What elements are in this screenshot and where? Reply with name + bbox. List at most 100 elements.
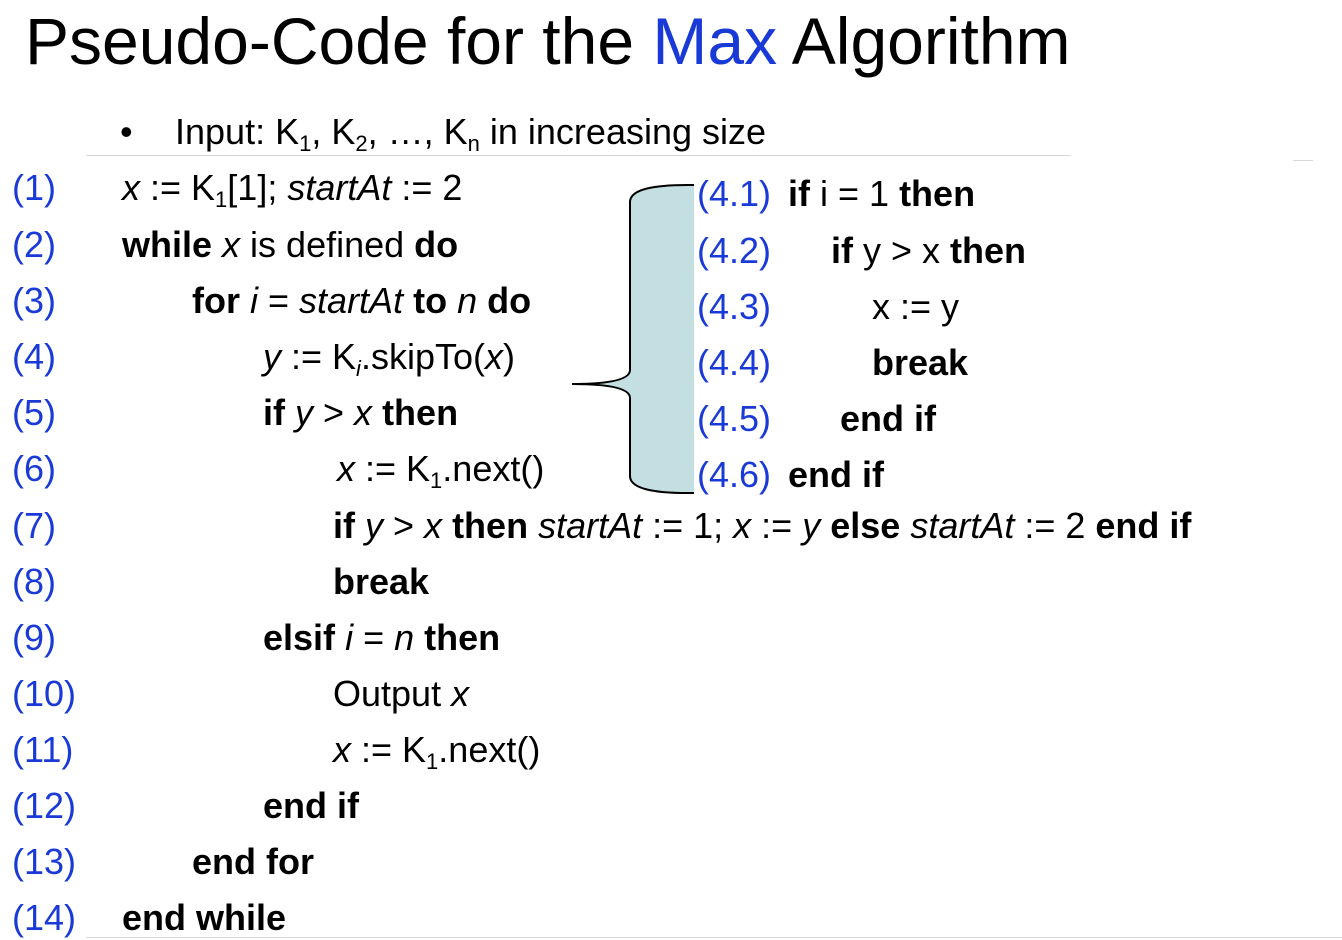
code-line-13-body: end for: [192, 840, 314, 884]
code-line-8-body: break: [333, 560, 429, 604]
line-number: (4.4): [697, 342, 772, 383]
keyword: break: [333, 561, 430, 602]
line-number: (14): [12, 897, 77, 938]
subscript: 1: [215, 187, 228, 212]
var: x: [451, 673, 470, 714]
code-line-11: (11): [12, 728, 73, 772]
title-suffix: Algorithm: [777, 4, 1071, 78]
keyword: end if: [788, 454, 884, 495]
var: y: [365, 505, 384, 546]
divider: [1293, 160, 1313, 161]
line-number: (9): [12, 617, 56, 658]
keyword: to: [413, 280, 448, 321]
input-sep: , …, K: [367, 111, 468, 152]
curly-brace-callout: [571, 183, 695, 495]
side-line-4-5: (4.5): [697, 397, 771, 441]
keyword: end while: [122, 897, 287, 938]
subscript: 1: [426, 749, 439, 774]
text: .next(): [438, 729, 541, 770]
code-line-3: (3): [12, 279, 56, 323]
var: x: [333, 729, 351, 770]
text: := K: [281, 336, 357, 377]
var: startAt: [287, 167, 392, 208]
var: y: [802, 505, 821, 546]
side-line-4-6: (4.6): [697, 453, 771, 497]
text: [285, 392, 295, 433]
line-number: (11): [12, 729, 74, 770]
line-number: (4.2): [697, 230, 772, 271]
var: x: [484, 336, 503, 377]
side-line-4-4-body: break: [872, 341, 968, 385]
var: y: [263, 336, 281, 377]
keyword: then: [424, 617, 501, 658]
side-line-4-6-body: end if: [788, 453, 884, 497]
input-rest: in increasing size: [479, 111, 767, 152]
slide-title: Pseudo-Code for the Max Algorithm: [25, 0, 1071, 84]
text: y > x: [853, 230, 951, 271]
keyword: if: [788, 173, 810, 214]
text: [335, 617, 345, 658]
keyword: then: [899, 173, 976, 214]
code-line-5-body: if y > x then: [263, 391, 458, 435]
text: := 1;: [642, 505, 734, 546]
text: := K: [140, 167, 216, 208]
line-number: (2): [12, 224, 56, 265]
code-line-11-body: x := K1.next(): [333, 728, 541, 774]
subscript: 2: [355, 131, 368, 156]
line-number: (4.3): [697, 286, 772, 327]
text: [442, 505, 452, 546]
var: n: [457, 280, 478, 321]
input-label: Input: K: [175, 111, 300, 152]
keyword: break: [872, 342, 969, 383]
brace-shape: [572, 184, 694, 494]
var: x: [122, 167, 140, 208]
keyword: elsif: [263, 617, 336, 658]
keyword: end if: [263, 785, 359, 826]
code-line-4: (4): [12, 335, 56, 379]
divider: [86, 155, 1071, 156]
keyword: if: [831, 230, 853, 271]
text: := 2: [1014, 505, 1096, 546]
line-number: (4.6): [697, 454, 772, 495]
code-line-5: (5): [12, 391, 56, 435]
var: startAt: [910, 505, 1015, 546]
bullet-dot: •: [120, 111, 133, 152]
text: >: [383, 505, 425, 546]
code-line-8: (8): [12, 560, 56, 604]
keyword: if: [333, 505, 355, 546]
text: =: [258, 280, 300, 321]
keyword: then: [452, 505, 529, 546]
text: :=: [751, 505, 803, 546]
var: startAt: [538, 505, 643, 546]
var: i: [345, 617, 354, 658]
code-line-6: (6): [12, 447, 56, 491]
code-line-9: (9): [12, 616, 56, 660]
title-highlight: Max: [652, 4, 778, 78]
brace-outline: [571, 183, 695, 495]
text: [355, 505, 365, 546]
line-number: (7): [12, 505, 56, 546]
input-bullet: •Input: K1, K2, …, Kn in increasing size: [120, 110, 767, 156]
var: startAt: [299, 280, 404, 321]
side-line-4-2: (4.2): [697, 229, 771, 273]
keyword: for: [192, 280, 240, 321]
keyword: else: [830, 505, 901, 546]
text: [240, 280, 250, 321]
side-line-4-3: (4.3): [697, 285, 771, 329]
keyword: end for: [192, 841, 314, 882]
subscript: 1: [430, 468, 443, 493]
line-number: (12): [12, 785, 77, 826]
text: := 2: [391, 167, 463, 208]
code-line-12-body: end if: [263, 784, 359, 828]
text: := K: [351, 729, 427, 770]
text: [477, 280, 487, 321]
keyword: while: [122, 224, 213, 265]
code-line-12: (12): [12, 784, 76, 828]
text: [447, 280, 457, 321]
line-number: (10): [12, 673, 77, 714]
line-number: (6): [12, 448, 56, 489]
side-line-4-3-body: x := y: [872, 285, 959, 329]
code-line-1-body: x := K1[1]; startAt := 2: [122, 166, 463, 212]
subscript: 1: [299, 131, 312, 156]
text: [820, 505, 830, 546]
